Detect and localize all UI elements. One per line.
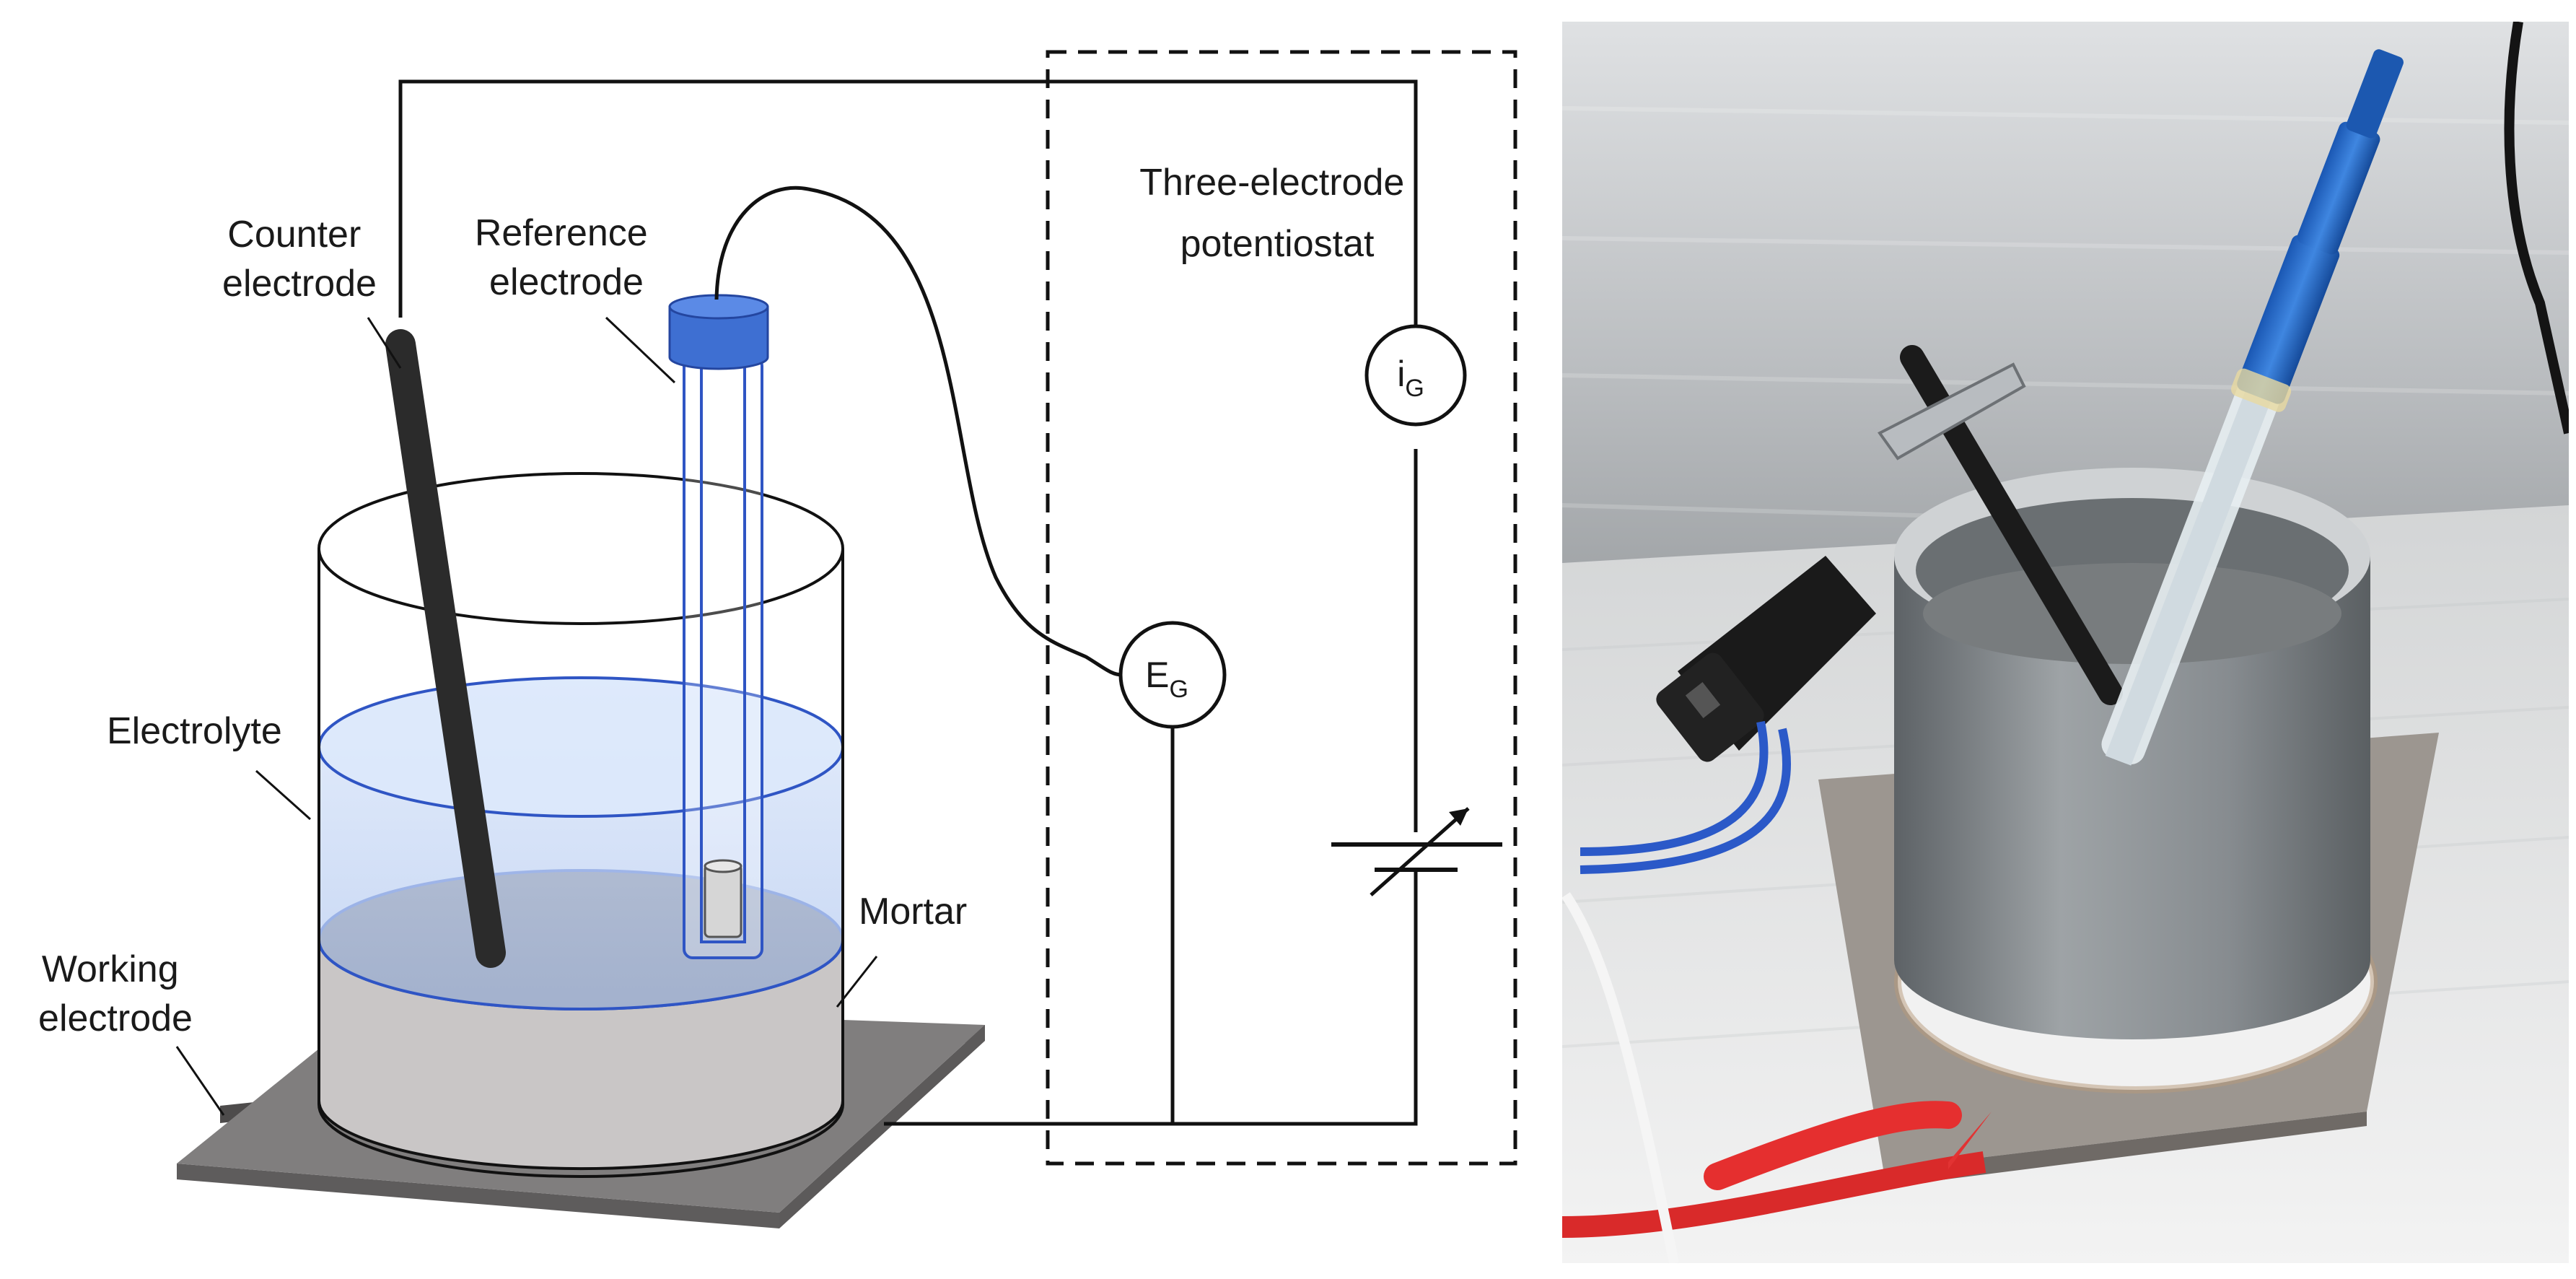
photo-red-clip [1948,1112,1992,1169]
potentiostat-label: Three-electrode potentiostat [1139,162,1415,265]
wire-source-down [884,870,1418,1126]
working-electrode-plate-edge [779,1025,985,1228]
potentiostat-box [1046,50,1517,1166]
leader-counter [367,317,402,369]
beaker-bottom [317,1104,844,1178]
reference-electrode [668,294,769,959]
schematic: iG EG Counter electrode Reference electr… [38,50,1517,1228]
leader-mortar [836,956,878,1008]
photo-red-wire [1562,1151,1986,1238]
beaker-rim [317,472,844,625]
mortar-label: Mortar [859,891,967,933]
counter-electrode-rod [385,329,506,968]
ammeter-symbol [1364,324,1467,427]
photo-black-cable [2504,22,2569,435]
variable-voltage-source-icon [1331,807,1502,896]
electrolyte-label: Electrolyte [107,710,282,752]
electrolyte-surface [317,676,844,818]
working-electrode-label: Working electrode [38,948,193,1039]
leader-working [175,1046,225,1116]
ammeter-label: iG [1397,354,1424,402]
electrolyte-front-edge [317,939,844,1010]
counter-electrode-label: Counter electrode [222,214,377,305]
photograph [1562,22,2569,1263]
leader-electrolyte [255,769,311,821]
reference-electrode-label: Reference electrode [475,212,658,303]
leader-reference [605,316,676,384]
photo-reference-electrode [2101,49,2404,766]
photo-clip [1878,362,2026,460]
photo-pipe [1894,556,2370,1039]
wire-counter [398,79,1418,352]
voltmeter-symbol [1118,621,1227,729]
reference-electrode-cap [668,305,769,370]
wire-reference [714,185,1123,677]
working-electrode-plate-front [177,1164,779,1228]
photo-white-wire [1562,892,1679,1263]
voltmeter-label: EG [1145,655,1188,703]
